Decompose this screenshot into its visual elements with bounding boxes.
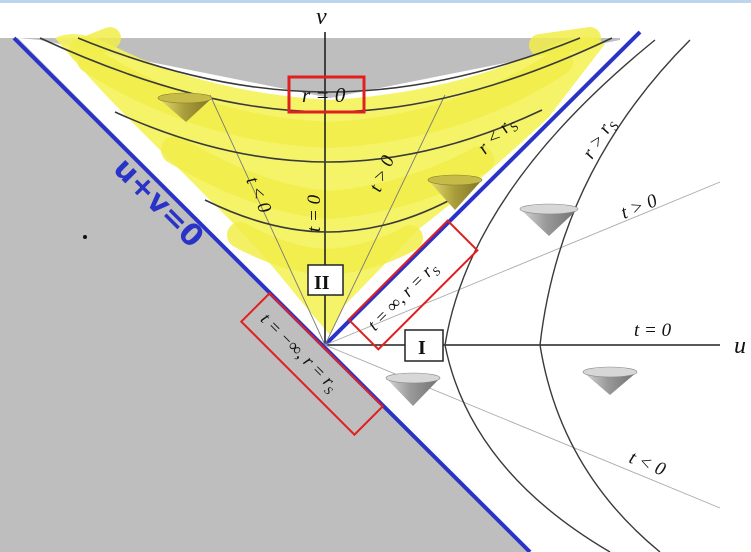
excluded-region-top xyxy=(18,38,620,98)
exterior-t-zero-label: t = 0 xyxy=(634,320,672,341)
region-i-box xyxy=(404,329,444,362)
handwritten-dot xyxy=(83,235,87,239)
interior-time-lines xyxy=(209,94,446,346)
light-cone-icon-horizon xyxy=(385,372,441,406)
singularity-label: r = 0 xyxy=(302,83,346,107)
exterior-t-neg-label: t < 0 xyxy=(626,447,669,481)
region-i-label: I xyxy=(418,337,426,359)
region-ii-box xyxy=(307,264,344,296)
singularity-label-box xyxy=(287,75,366,114)
interior-hyperbolae xyxy=(39,37,613,233)
v-axis-label: v xyxy=(316,4,327,30)
exterior-hyperbolae xyxy=(444,39,691,552)
horizon-future-line xyxy=(323,30,642,347)
light-cone-icon-exterior-lower xyxy=(582,366,638,395)
exterior-time-lines xyxy=(324,181,721,509)
light-cone-icon-interior-right xyxy=(427,174,483,210)
region-ii-label: II xyxy=(314,272,330,294)
excluded-region-left xyxy=(0,38,530,552)
light-cone-icon-interior-left xyxy=(157,92,213,122)
u-axis-label: u xyxy=(734,333,746,359)
light-cone-icon-exterior-upper xyxy=(519,203,579,236)
interior-t-zero-label: t = 0 xyxy=(304,194,325,232)
top-edge-line xyxy=(0,0,751,3)
exterior-t-pos-label: t > 0 xyxy=(618,190,661,224)
